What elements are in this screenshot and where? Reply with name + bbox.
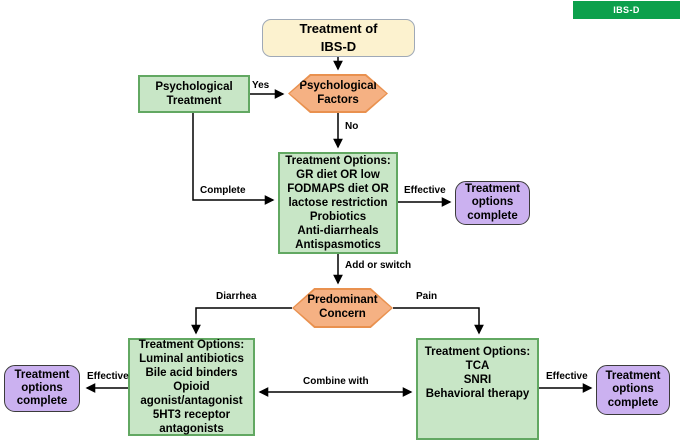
edge-label-no: No bbox=[345, 121, 359, 132]
decision-predominant-concern-label: Predominant Concern bbox=[307, 294, 378, 320]
node-treatment-of-ibsd: Treatment of IBS-D bbox=[262, 19, 415, 57]
edge-label-effective-initial: Effective bbox=[404, 185, 446, 196]
edge-label-add-or-switch: Add or switch bbox=[345, 260, 412, 271]
decision-hexagon-fill bbox=[289, 75, 387, 112]
decision-predominant-concern: Predominant Concern bbox=[292, 288, 393, 328]
node-treatment-options-complete-initial: Treatment options complete bbox=[455, 181, 530, 225]
edge-label-pain: Pain bbox=[416, 291, 438, 302]
edge-label-complete: Complete bbox=[200, 185, 246, 196]
edge-label-combine-with: Combine with bbox=[303, 376, 369, 387]
node-treatment-options-complete-diarrhea: Treatment options complete bbox=[4, 365, 80, 412]
node-diarrhea-treatment-options: Treatment Options: Luminal antibiotics B… bbox=[128, 338, 255, 436]
node-pain-treatment-options: Treatment Options: TCA SNRI Behavioral t… bbox=[416, 338, 539, 440]
node-treatment-options-complete-pain: Treatment options complete bbox=[596, 365, 670, 415]
decision-psychological-factors-label: Psychological Factors bbox=[299, 79, 377, 106]
edge-label-effective-diarrhea: Effective bbox=[87, 371, 129, 382]
node-initial-treatment-options: Treatment Options: GR diet OR low FODMAP… bbox=[278, 152, 398, 254]
decision-psychological-factors: Psychological Factors bbox=[288, 74, 388, 113]
edge-pain bbox=[393, 307, 484, 335]
node-psychological-treatment: Psychological Treatment bbox=[138, 75, 250, 113]
edge-label-effective-pain: Effective bbox=[546, 371, 588, 382]
edge-diarrhea bbox=[191, 307, 292, 335]
decision-hexagon-fill bbox=[293, 289, 392, 327]
edge-complete bbox=[192, 113, 275, 205]
edge-label-diarrhea: Diarrhea bbox=[216, 291, 257, 302]
ibsd-badge: IBS-D bbox=[573, 1, 680, 19]
edge-label-yes: Yes bbox=[252, 80, 270, 91]
